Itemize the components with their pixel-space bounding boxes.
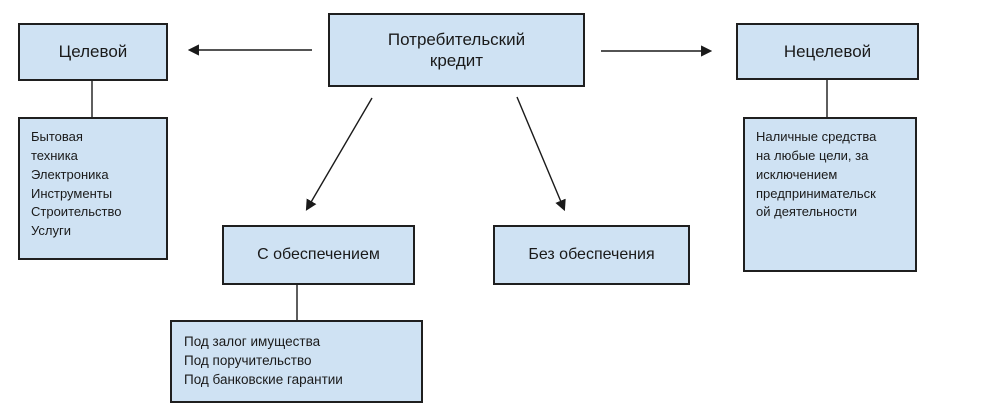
node-unsecured: Без обеспечения	[493, 225, 690, 285]
targeted-example-item: Услуги	[31, 223, 71, 239]
arrow-root-to-unsecured	[516, 96, 566, 212]
node-consumer-credit: Потребительский кредит	[328, 13, 585, 87]
node-consumer-credit-label: Потребительский кредит	[387, 29, 526, 70]
node-non-targeted-note: Наличные средства на любые цели, за искл…	[743, 117, 917, 272]
secured-example-item: Под банковские гарантии	[184, 372, 343, 388]
node-non-targeted: Нецелевой	[736, 23, 919, 80]
targeted-example-item: Инструменты	[31, 185, 113, 201]
targeted-example-item: Бытовая техника	[31, 129, 83, 163]
node-targeted-label: Целевой	[58, 42, 128, 61]
node-non-targeted-note-text: Наличные средства на любые цели, за искл…	[756, 129, 877, 220]
node-non-targeted-label: Нецелевой	[783, 41, 872, 61]
node-targeted-examples: Бытовая техника Электроника Инструменты …	[18, 117, 168, 260]
targeted-example-item: Электроника	[31, 166, 109, 182]
targeted-example-item: Строительство	[31, 204, 122, 220]
node-secured: С обеспечением	[222, 225, 415, 285]
node-secured-examples: Под залог имущества Под поручительство П…	[170, 320, 423, 403]
node-secured-label: С обеспечением	[257, 246, 380, 263]
arrow-root-to-secured	[305, 97, 373, 211]
node-unsecured-label: Без обеспечения	[528, 246, 655, 263]
secured-example-item: Под поручительство	[184, 353, 312, 369]
secured-example-item: Под залог имущества	[184, 334, 321, 349]
node-targeted: Целевой	[18, 23, 168, 81]
